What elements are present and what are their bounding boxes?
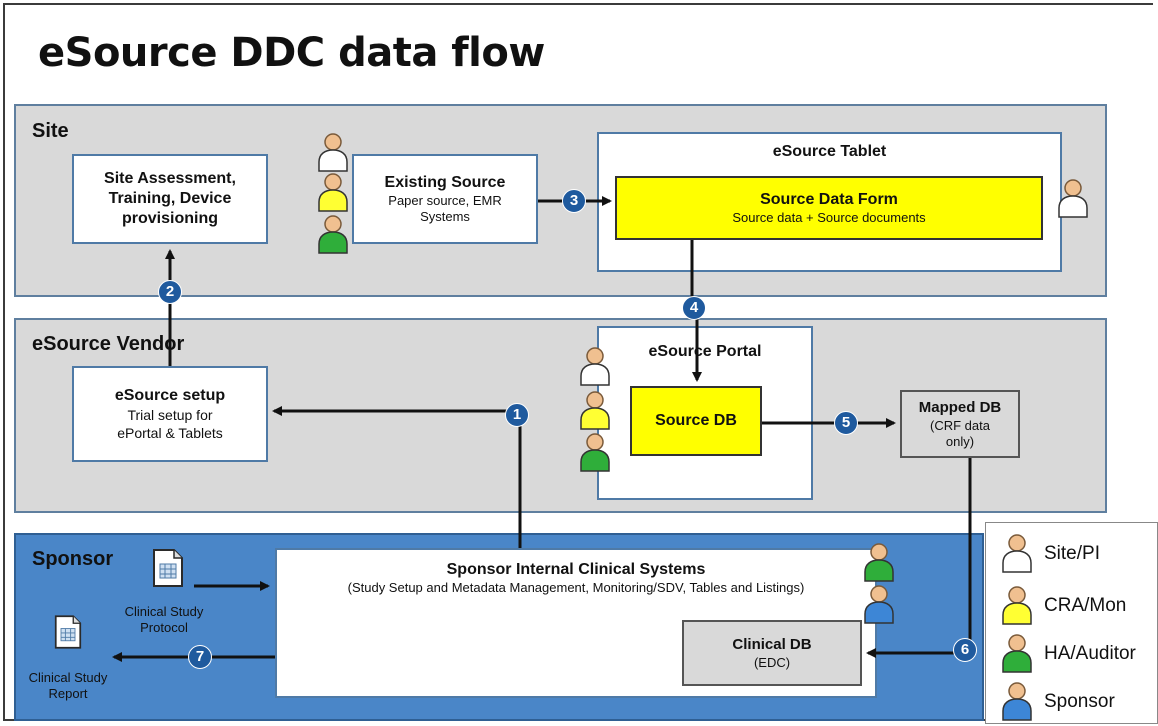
esource-setup-sub: Trial setup for ePortal & Tablets bbox=[117, 407, 223, 441]
legend: Site/PI CRA/Mon HA/Auditor Sponsor bbox=[985, 522, 1158, 724]
flow-1-line bbox=[272, 406, 522, 548]
report-label: Clinical Study Report bbox=[28, 670, 108, 701]
esource-tablet-title: eSource Tablet bbox=[772, 143, 887, 160]
esource-setup-title: eSource setup bbox=[114, 387, 226, 404]
cra-mon-person-icon bbox=[316, 172, 350, 217]
sponsor-person-icon bbox=[862, 584, 896, 629]
source-data-form-box: Source Data Form Source data + Source do… bbox=[615, 176, 1043, 240]
ha-auditor-person-icon bbox=[862, 542, 896, 587]
existing-source-sub: Paper source, EMR Systems bbox=[388, 193, 502, 224]
site-pi-person-icon bbox=[578, 346, 612, 391]
source-db-title: Source DB bbox=[655, 412, 737, 429]
step-badge-6: 6 bbox=[953, 638, 977, 662]
clinical-db-sub: (EDC) bbox=[753, 655, 791, 670]
legend-item-ha-auditor: HA/Auditor bbox=[998, 633, 1158, 673]
protocol-label: Clinical Study Protocol bbox=[124, 604, 204, 635]
site-pi-person-icon bbox=[1000, 533, 1034, 578]
legend-item-sponsor: Sponsor bbox=[998, 681, 1158, 721]
site-pi-person-icon bbox=[1056, 178, 1090, 223]
ha-auditor-person-icon bbox=[1000, 633, 1034, 678]
sponsor-systems-sub: (Study Setup and Metadata Management, Mo… bbox=[347, 580, 805, 595]
lane-site-label: Site bbox=[32, 120, 69, 142]
sponsor-systems-title: Sponsor Internal Clinical Systems bbox=[446, 561, 706, 578]
protocol-document-icon bbox=[153, 549, 183, 587]
diagram-title: eSource DDC data flow bbox=[38, 30, 545, 76]
legend-label-ha-auditor: HA/Auditor bbox=[1044, 643, 1136, 664]
step-badge-3: 3 bbox=[562, 189, 586, 213]
site-assessment-title: Site Assessment, Training, Device provis… bbox=[104, 170, 236, 227]
legend-label-cra-mon: CRA/Mon bbox=[1044, 595, 1127, 616]
mapped-db-title: Mapped DB bbox=[918, 399, 1002, 416]
lane-vendor-label: eSource Vendor bbox=[32, 333, 185, 355]
step-badge-1: 1 bbox=[505, 403, 529, 427]
site-pi-person-icon bbox=[316, 132, 350, 177]
step-badge-4: 4 bbox=[682, 296, 706, 320]
esource-portal-title: eSource Portal bbox=[648, 343, 762, 360]
step-badge-7: 7 bbox=[188, 645, 212, 669]
report-document-icon bbox=[54, 615, 82, 649]
cra-mon-person-icon bbox=[578, 390, 612, 435]
source-data-form-sub: Source data + Source documents bbox=[732, 210, 926, 225]
ha-auditor-person-icon bbox=[578, 432, 612, 477]
legend-item-cra-mon: CRA/Mon bbox=[998, 585, 1158, 625]
legend-label-sponsor: Sponsor bbox=[1044, 691, 1115, 712]
legend-label-site-pi: Site/PI bbox=[1044, 543, 1100, 564]
legend-item-site-pi: Site/PI bbox=[998, 533, 1158, 573]
site-assessment-box: Site Assessment, Training, Device provis… bbox=[72, 154, 268, 244]
source-data-form-title: Source Data Form bbox=[760, 191, 898, 208]
esource-setup-box: eSource setup Trial setup for ePortal & … bbox=[72, 366, 268, 462]
sponsor-person-icon bbox=[1000, 681, 1034, 726]
step-badge-5: 5 bbox=[834, 411, 858, 435]
mapped-db-box: Mapped DB (CRF data only) bbox=[900, 390, 1020, 458]
cra-mon-person-icon bbox=[1000, 585, 1034, 630]
lane-sponsor-label: Sponsor bbox=[32, 548, 114, 570]
source-db-box: Source DB bbox=[630, 386, 762, 456]
existing-source-title: Existing Source bbox=[384, 174, 506, 191]
existing-source-box: Existing Source Paper source, EMR System… bbox=[352, 154, 538, 244]
clinical-db-title: Clinical DB bbox=[732, 636, 812, 653]
step-badge-2: 2 bbox=[158, 280, 182, 304]
ha-auditor-person-icon bbox=[316, 214, 350, 259]
clinical-db-box: Clinical DB (EDC) bbox=[682, 620, 862, 686]
mapped-db-sub: (CRF data only) bbox=[930, 418, 990, 449]
